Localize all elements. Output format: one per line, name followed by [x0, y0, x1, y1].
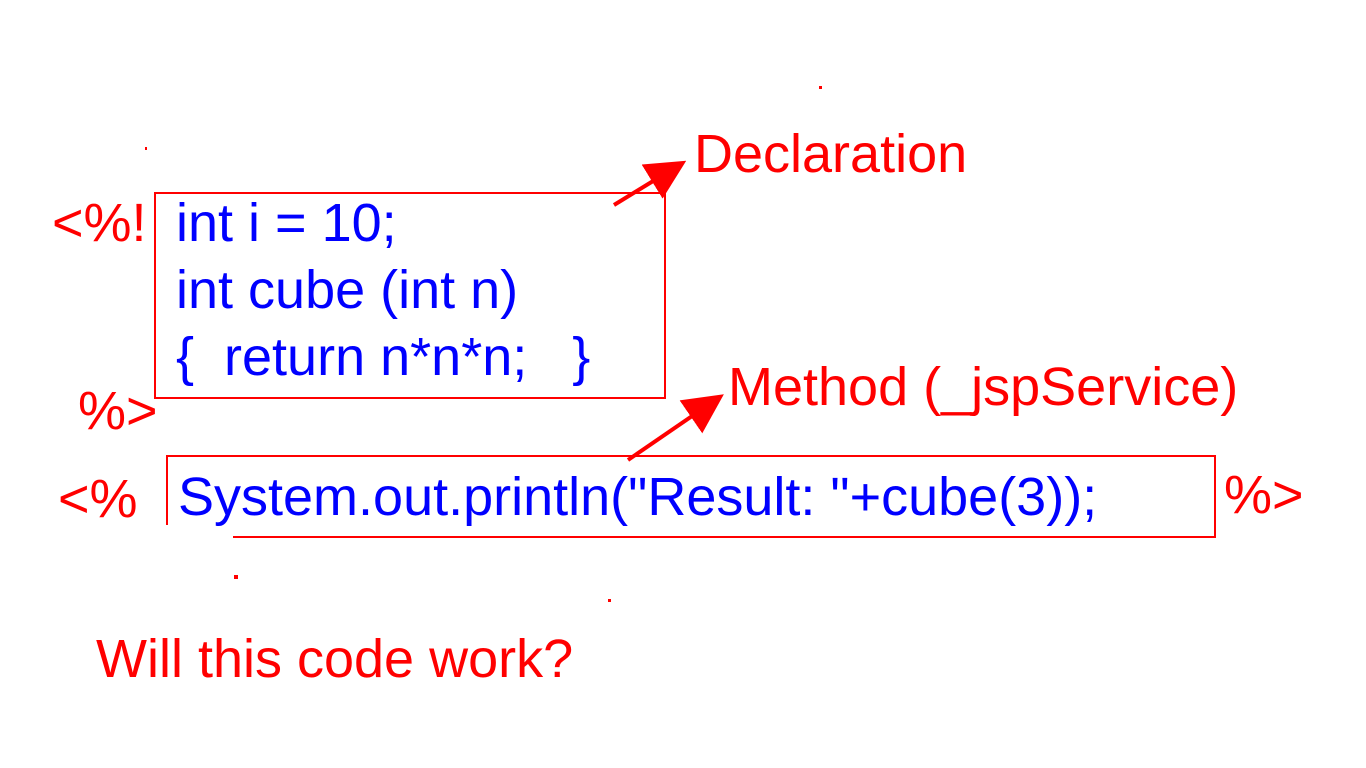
scriptlet-code: System.out.println("Result: "+cube(3));: [178, 467, 1098, 527]
question-text: Will this code work?: [96, 629, 574, 689]
dot-1: [819, 86, 822, 89]
scriptlet-label: Method (_jspService): [728, 357, 1239, 417]
scriptlet-open-tag: <%: [58, 469, 138, 529]
dot-4: [608, 599, 611, 602]
declaration-open-tag: <%!: [52, 193, 147, 253]
declaration-label: Declaration: [694, 124, 968, 184]
dot-3: [234, 575, 238, 579]
declaration-box: [154, 192, 666, 399]
declaration-line-1: int i = 10;: [176, 193, 397, 253]
scriptlet-close-tag: %>: [1224, 465, 1304, 525]
declaration-line-2: int cube (int n): [176, 260, 519, 320]
dot-2: [145, 147, 147, 150]
method-arrow: [626, 394, 724, 462]
declaration-line-3: { return n*n*n; }: [176, 327, 591, 387]
declaration-close-tag: %>: [78, 381, 158, 441]
